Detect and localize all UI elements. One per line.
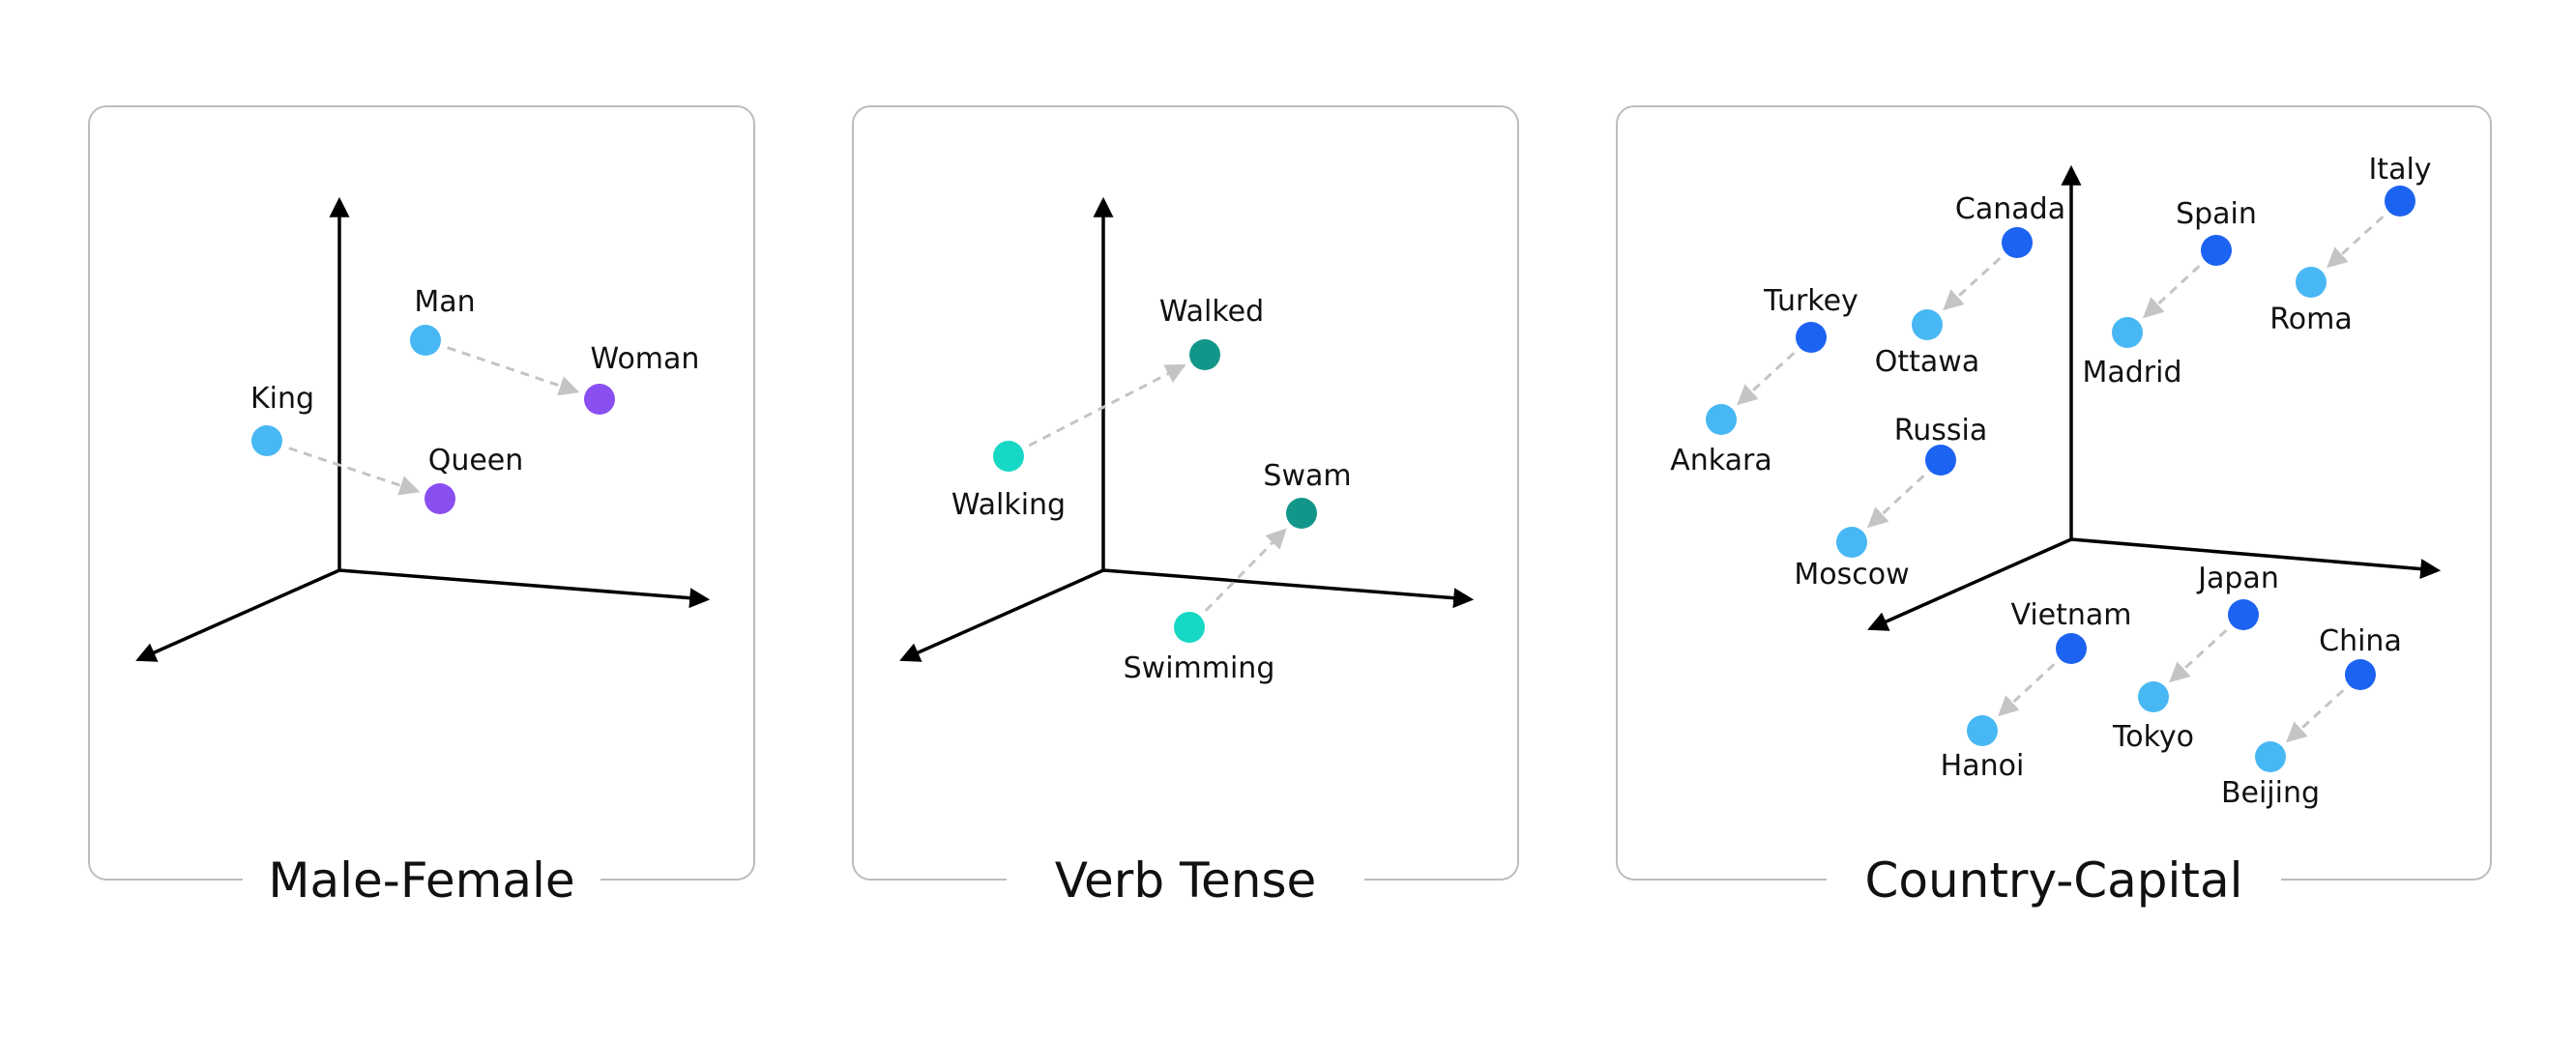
point-label-walking: Walking bbox=[951, 488, 1066, 522]
relation-arrow-russia-to-moscow bbox=[1867, 475, 1925, 529]
point-vietnam bbox=[2056, 633, 2087, 664]
point-label-man: Man bbox=[414, 285, 475, 319]
panel-frame bbox=[88, 105, 755, 881]
relation-arrow-italy-to-roma bbox=[2327, 216, 2385, 269]
point-ankara bbox=[1706, 404, 1737, 435]
point-swimming bbox=[1174, 612, 1205, 643]
point-label-tokyo: Tokyo bbox=[2112, 720, 2194, 754]
relation-arrow-canada-to-ottawa bbox=[1943, 257, 2002, 311]
point-king bbox=[251, 425, 282, 456]
point-swam bbox=[1286, 498, 1317, 529]
point-label-beijing: Beijing bbox=[2221, 776, 2320, 810]
point-label-ankara: Ankara bbox=[1670, 444, 1771, 477]
point-label-madrid: Madrid bbox=[2082, 356, 2181, 390]
point-tokyo bbox=[2138, 681, 2169, 712]
point-label-roma: Roma bbox=[2269, 303, 2352, 336]
point-madrid bbox=[2112, 317, 2143, 348]
axis-right bbox=[338, 568, 711, 609]
point-canada bbox=[2002, 227, 2033, 258]
relation-arrow-turkey-to-ankara bbox=[1737, 352, 1796, 406]
point-roma bbox=[2296, 267, 2327, 298]
relation-arrow-man-to-woman bbox=[447, 346, 580, 396]
point-label-swimming: Swimming bbox=[1124, 651, 1275, 685]
point-walked bbox=[1189, 339, 1220, 370]
point-man bbox=[410, 325, 441, 356]
relation-arrow-king-to-queen bbox=[288, 447, 421, 496]
axis-left bbox=[1867, 537, 2072, 631]
point-label-hanoi: Hanoi bbox=[1941, 749, 2025, 783]
point-moscow bbox=[1836, 527, 1867, 558]
point-turkey bbox=[1796, 322, 1827, 353]
point-label-queen: Queen bbox=[428, 444, 524, 477]
relation-arrow-japan-to-tokyo bbox=[2169, 629, 2228, 683]
point-label-turkey: Turkey bbox=[1763, 284, 1859, 318]
point-label-walked: Walked bbox=[1159, 295, 1264, 329]
point-label-japan: Japan bbox=[2196, 562, 2279, 595]
point-label-vietnam: Vietnam bbox=[2010, 598, 2131, 632]
point-label-swam: Swam bbox=[1263, 459, 1351, 493]
point-walking bbox=[993, 441, 1024, 472]
point-woman bbox=[584, 384, 615, 415]
point-label-italy: Italy bbox=[2368, 153, 2431, 187]
relation-arrow-swimming-to-swam bbox=[1204, 528, 1287, 612]
point-label-canada: Canada bbox=[1955, 192, 2065, 226]
relation-arrow-spain-to-madrid bbox=[2143, 265, 2201, 319]
axis-right bbox=[1102, 568, 1475, 609]
point-spain bbox=[2201, 235, 2232, 266]
title-gap bbox=[243, 851, 600, 909]
point-label-moscow: Moscow bbox=[1794, 558, 1909, 592]
relation-arrow-vietnam-to-hanoi bbox=[1998, 663, 2056, 717]
point-china bbox=[2345, 659, 2376, 690]
point-label-king: King bbox=[250, 382, 314, 416]
point-label-russia: Russia bbox=[1894, 414, 1988, 448]
panel-title: Country-Capital bbox=[1864, 852, 2242, 909]
point-label-ottawa: Ottawa bbox=[1875, 345, 1979, 379]
point-beijing bbox=[2255, 741, 2286, 772]
point-label-woman: Woman bbox=[591, 342, 700, 376]
panel-title: Verb Tense bbox=[1055, 852, 1317, 909]
point-label-spain: Spain bbox=[2176, 197, 2257, 231]
title-gap bbox=[1007, 851, 1364, 909]
title-gap bbox=[1827, 851, 2281, 909]
relation-arrow-china-to-beijing bbox=[2286, 689, 2345, 743]
point-japan bbox=[2228, 599, 2259, 630]
panel-title: Male-Female bbox=[268, 852, 574, 909]
axis-right bbox=[2070, 537, 2442, 580]
point-hanoi bbox=[1967, 715, 1998, 746]
relation-arrow-walking-to-walked bbox=[1028, 364, 1186, 448]
axis-left bbox=[899, 568, 1104, 662]
point-queen bbox=[424, 483, 455, 514]
point-russia bbox=[1925, 445, 1956, 476]
axis-left bbox=[135, 568, 340, 662]
point-italy bbox=[2385, 186, 2415, 217]
point-ottawa bbox=[1912, 309, 1943, 340]
point-label-china: China bbox=[2319, 624, 2402, 658]
